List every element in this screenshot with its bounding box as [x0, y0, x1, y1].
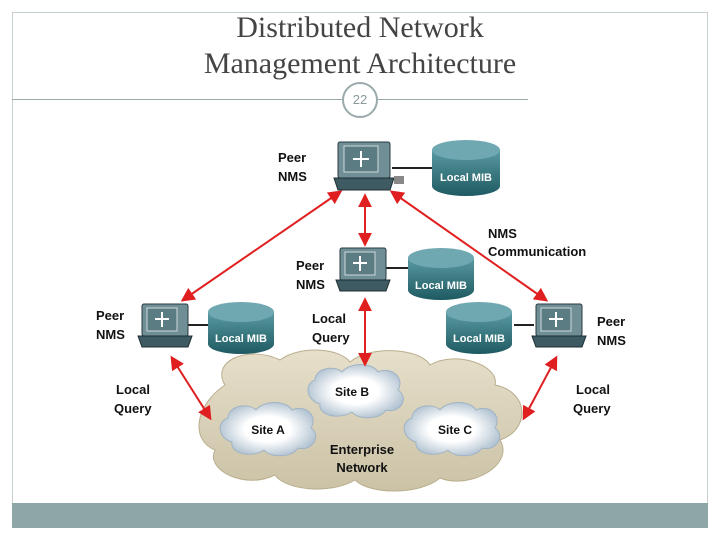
arrow-top-right [389, 190, 549, 302]
local-mib-label-middle: Local MIB [415, 280, 467, 292]
peer-nms-top-line2: NMS [278, 169, 307, 184]
peer-nms-right-line2: NMS [597, 333, 626, 348]
arrow-right-query [522, 355, 558, 421]
arrow-top-left [180, 190, 343, 302]
local-mib-label-right: Local MIB [453, 333, 505, 345]
local-query-left-line2: Query [114, 401, 152, 416]
local-mib-label-top: Local MIB [440, 172, 492, 184]
slide-title-line2: Management Architecture [203, 47, 517, 80]
enterprise-network-line2: Network [336, 460, 388, 475]
nms-workstation-icon-right [531, 303, 587, 348]
local-query-middle-line1: Local [312, 311, 346, 326]
slide-title-line1: Distributed Network [236, 11, 484, 44]
local-mib-database-icon-middle: Local MIB [408, 248, 474, 300]
local-mib-database-icon-left: Local MIB [208, 302, 274, 354]
nms-workstation-icon-left [137, 303, 193, 348]
local-mib-label-left: Local MIB [215, 333, 267, 345]
site-b-label: Site B [335, 385, 369, 399]
local-query-middle-line2: Query [312, 330, 350, 345]
local-query-left-line1: Local [116, 382, 150, 397]
local-mib-database-icon-top: Local MIB [432, 140, 500, 196]
nms-communication-line1: NMS [488, 226, 517, 241]
site-c-label: Site C [438, 423, 472, 437]
enterprise-network-line1: Enterprise [330, 442, 394, 457]
nms-workstation-icon-middle [335, 247, 391, 292]
peer-nms-middle-line1: Peer [296, 258, 324, 273]
title-rule-right [378, 99, 528, 100]
footer-bar [12, 503, 708, 528]
peer-nms-left-line2: NMS [96, 327, 125, 342]
nms-workstation-icon-top [333, 141, 404, 191]
local-query-right-line2: Query [573, 401, 611, 416]
nms-communication-line2: Communication [488, 244, 586, 259]
peer-nms-top-line1: Peer [278, 150, 306, 165]
site-b-cloud [307, 364, 404, 419]
site-a-cloud [219, 402, 317, 457]
page-number-badge: 22 [342, 82, 378, 118]
arrow-left-query [170, 355, 212, 421]
site-c-cloud [403, 402, 501, 457]
peer-nms-middle-line2: NMS [296, 277, 325, 292]
peer-nms-right-line1: Peer [597, 314, 625, 329]
local-query-right-line1: Local [576, 382, 610, 397]
site-a-label: Site A [251, 423, 285, 437]
peer-nms-left-line1: Peer [96, 308, 124, 323]
local-mib-database-icon-right: Local MIB [446, 302, 512, 354]
title-rule-left [12, 99, 342, 100]
